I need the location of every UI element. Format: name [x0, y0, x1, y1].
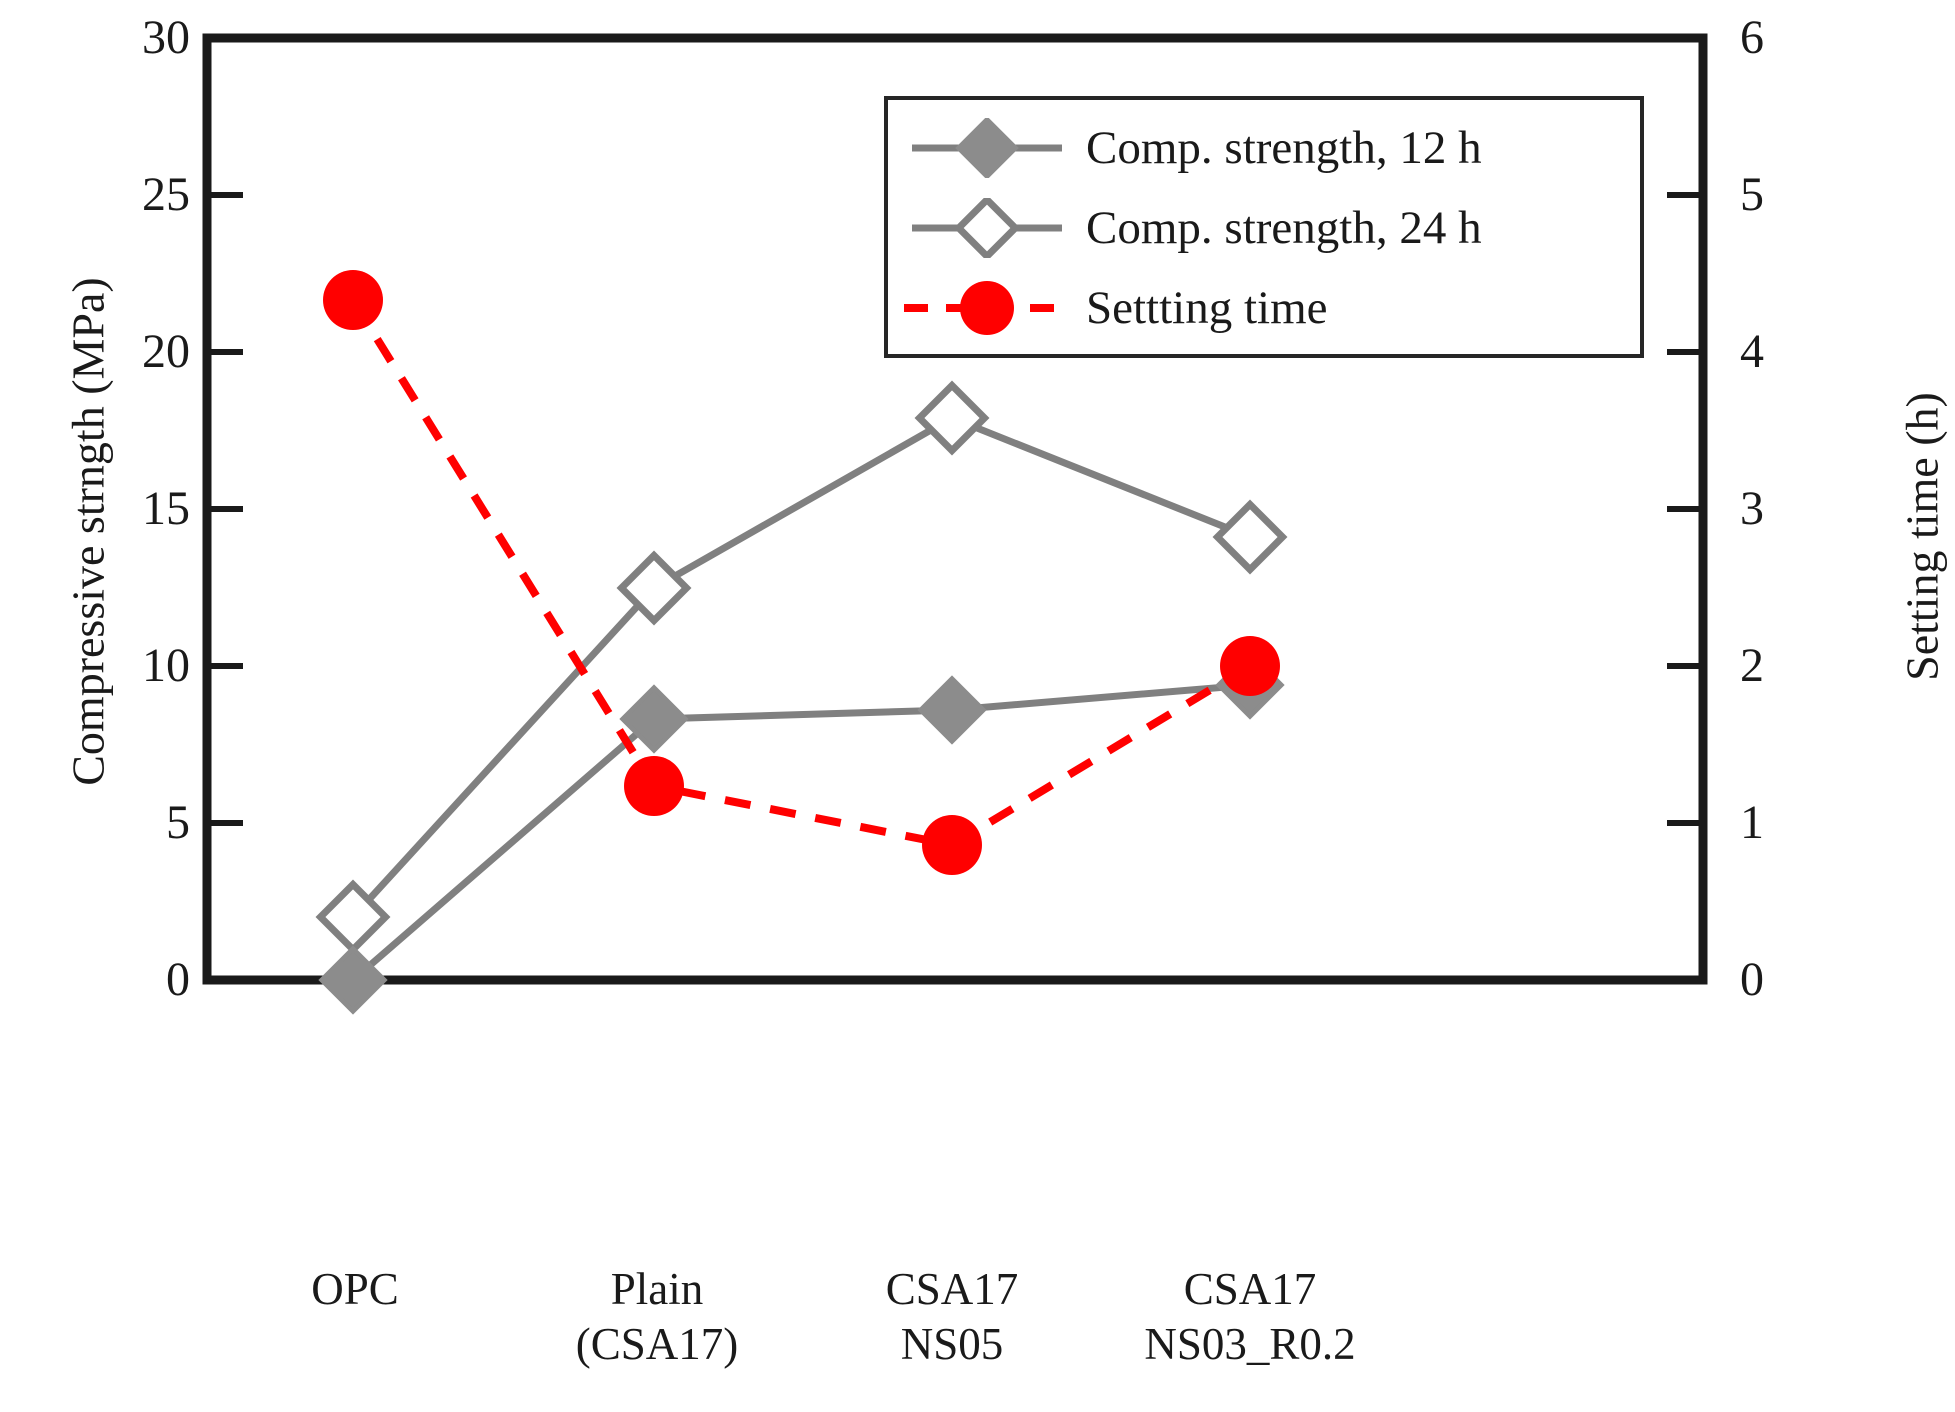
y-right-ticks: [1667, 192, 1703, 826]
legend-item-comp-strength-24h[interactable]: Comp. strength, 24 h: [888, 194, 1640, 262]
marker-filled-diamond: [318, 650, 1285, 1015]
y-left-tick-15: 15: [142, 482, 190, 535]
series-comp-strength-12h: [318, 650, 1285, 1015]
y-left-tick-25: 25: [142, 168, 190, 221]
y-right-tick-5: 5: [1740, 168, 1764, 221]
x-category-3-line1: CSA17: [1183, 1264, 1317, 1314]
y-right-tick-1: 1: [1740, 796, 1764, 849]
y-right-tick-0: 0: [1740, 953, 1764, 1006]
y-left-tick-5: 5: [166, 796, 190, 849]
filled-diamond-icon: [888, 116, 1086, 180]
series-comp-strength-24h: [315, 380, 1288, 955]
chart-legend: Comp. strength, 12 h Comp. strength, 24 …: [884, 96, 1644, 358]
y-left-tick-10: 10: [142, 639, 190, 692]
x-category-2-line1: CSA17: [885, 1264, 1019, 1314]
legend-label-2: Settting time: [1086, 281, 1328, 334]
legend-label-1: Comp. strength, 24 h: [1086, 201, 1482, 254]
x-category-label-2: CSA17 NS05: [772, 1262, 1132, 1372]
y-right-tick-2: 2: [1740, 639, 1764, 692]
x-category-2-line2: NS05: [900, 1318, 1004, 1369]
y-right-tick-4: 4: [1740, 325, 1764, 378]
x-category-0-line1: OPC: [311, 1264, 399, 1314]
x-category-label-3: CSA17 NS03_R0.2: [1070, 1262, 1430, 1372]
x-category-1-line1: Plain: [610, 1264, 704, 1314]
legend-item-comp-strength-12h[interactable]: Comp. strength, 12 h: [888, 116, 1640, 180]
legend-item-setting-time[interactable]: Settting time: [888, 278, 1640, 338]
x-category-label-1: Plain (CSA17): [477, 1262, 837, 1372]
y-right-tick-6: 6: [1740, 11, 1764, 64]
y-right-tick-3: 3: [1740, 482, 1764, 535]
marker-red-circle: [323, 270, 1280, 875]
y-left-tick-20: 20: [142, 325, 190, 378]
y-left-tick-0: 0: [166, 953, 190, 1006]
x-category-1-line2: (CSA17): [575, 1318, 739, 1369]
y-left-ticks: [207, 192, 243, 826]
open-diamond-icon: [888, 194, 1086, 262]
series-setting-time: [323, 270, 1280, 875]
x-category-3-line2: NS03_R0.2: [1144, 1318, 1356, 1369]
marker-open-diamond: [315, 380, 1288, 955]
red-circle-icon: [888, 278, 1086, 338]
x-category-label-0: OPC: [175, 1262, 535, 1317]
y-left-tick-30: 30: [142, 11, 190, 64]
legend-label-0: Comp. strength, 12 h: [1086, 121, 1482, 174]
